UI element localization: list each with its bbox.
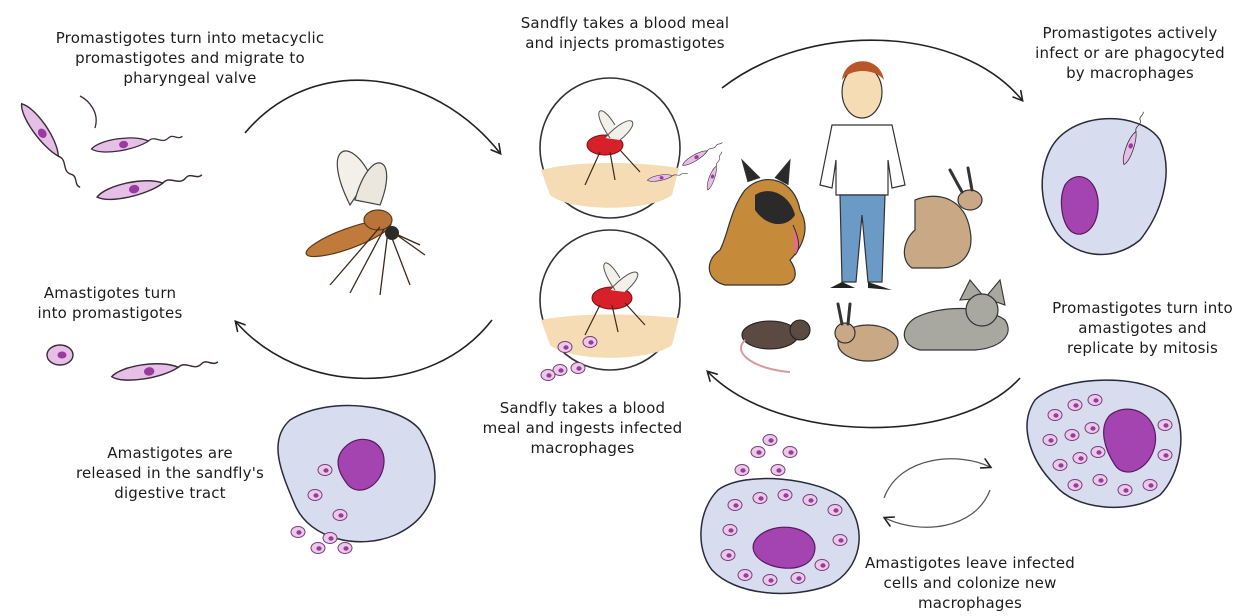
arrow-bottom-right bbox=[708, 372, 1020, 428]
sandfly-injecting-circle bbox=[540, 78, 724, 218]
arrow-loop-lower bbox=[885, 490, 990, 527]
dog-host bbox=[709, 160, 805, 285]
macrophage-phagocyting-promastigote bbox=[1042, 110, 1166, 254]
label-replicate-mitosis: Promastigotes turn into amastigotes and … bbox=[1035, 298, 1250, 358]
cat-host bbox=[904, 280, 1008, 350]
macrophage-releasing-amastigotes bbox=[278, 406, 435, 554]
label-amastigotes-turn: Amastigotes turn into promastigotes bbox=[20, 283, 200, 323]
human-host bbox=[820, 61, 905, 290]
arrow-top-left bbox=[245, 80, 500, 153]
label-amastigotes-released: Amastigotes are released in the sandfly'… bbox=[60, 443, 280, 503]
amastigote-to-promastigote-group bbox=[47, 345, 219, 383]
rabbit-host bbox=[835, 304, 898, 361]
label-blood-meal-ingest: Sandfly takes a blood meal and ingests i… bbox=[465, 398, 700, 458]
macrophage-replicating-amastigotes bbox=[1027, 380, 1181, 507]
sandfly-illustration bbox=[303, 151, 425, 295]
sandfly-ingesting-circle bbox=[540, 230, 680, 381]
label-infect-macrophages: Promastigotes actively infect or are pha… bbox=[1020, 23, 1240, 83]
hare-host bbox=[904, 168, 982, 268]
arrow-bottom-left bbox=[236, 320, 492, 378]
label-blood-meal-inject: Sandfly takes a blood meal and injects p… bbox=[505, 13, 745, 53]
arrow-loop-upper bbox=[884, 459, 990, 498]
rat-host bbox=[741, 320, 810, 372]
label-metacyclic-promastigotes: Promastigotes turn into metacyclic proma… bbox=[30, 28, 350, 88]
promastigotes-group-top-left bbox=[16, 96, 203, 204]
label-colonize-macrophages: Amastigotes leave infected cells and col… bbox=[845, 553, 1095, 613]
macrophage-bursting-amastigotes bbox=[701, 435, 859, 594]
